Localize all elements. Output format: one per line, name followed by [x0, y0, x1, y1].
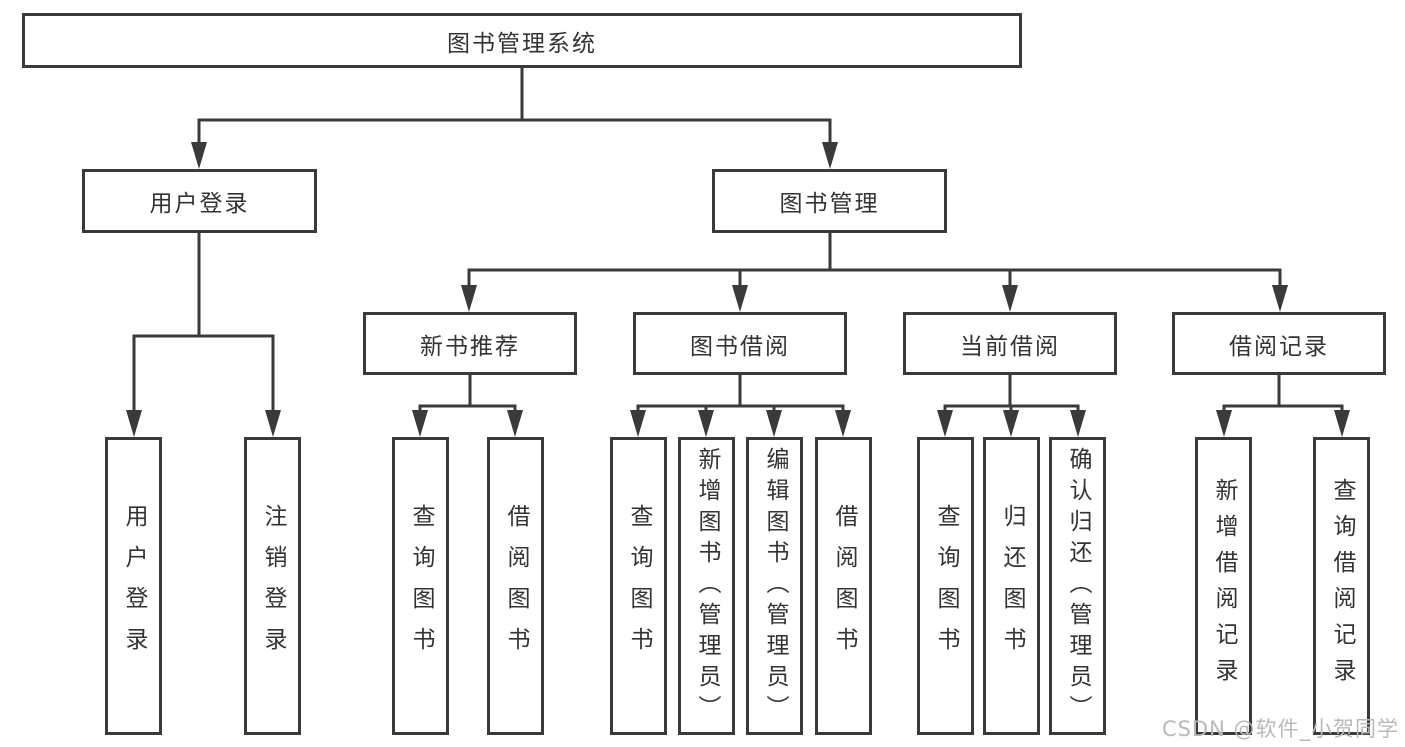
leaf-label: 归还图书 — [999, 504, 1025, 668]
node-new-book-recommend: 新书推荐 — [363, 312, 577, 375]
leaf-label: 新增借阅记录 — [1211, 478, 1237, 694]
leaf-cb-return-book: 归还图书 — [983, 437, 1040, 735]
connector-book-management-level2 — [467, 231, 1282, 293]
node-borrow-record: 借阅记录 — [1172, 312, 1386, 375]
node-book-management: 图书管理 — [712, 169, 947, 233]
leaf-label: 查询借阅记录 — [1329, 478, 1355, 694]
leaf-label: 查询图书 — [408, 504, 434, 668]
leaf-br-query-record: 查询借阅记录 — [1313, 437, 1370, 735]
leaf-user-login: 用户登录 — [105, 437, 162, 735]
arrowhead — [1216, 410, 1232, 437]
leaf-bb-add-book-admin: 新增图书（管理员） — [678, 437, 735, 735]
arrowhead — [1002, 285, 1018, 312]
connector-borrow-record-leaves — [1222, 373, 1344, 418]
connector-current-borrow-leaves — [943, 373, 1080, 418]
arrowhead — [1334, 410, 1350, 437]
arrowhead — [507, 410, 523, 437]
leaf-logout: 注销登录 — [244, 437, 301, 735]
node-label: 用户登录 — [149, 191, 250, 217]
leaf-label: 注销登录 — [260, 504, 286, 668]
leaf-label: 查询图书 — [933, 504, 959, 668]
arrowhead — [630, 410, 646, 437]
arrowhead — [937, 410, 953, 437]
node-label: 借阅记录 — [1229, 333, 1329, 360]
leaf-bb-edit-book-admin: 编辑图书（管理员） — [746, 437, 803, 735]
node-label: 当前借阅 — [960, 333, 1060, 360]
leaf-label: 编辑图书（管理员） — [762, 446, 788, 726]
leaf-cb-confirm-return-admin: 确认归还（管理员） — [1049, 437, 1106, 735]
leaf-label: 用户登录 — [121, 504, 147, 668]
arrowhead — [822, 142, 838, 169]
leaf-bb-borrow-book: 借阅图书 — [815, 437, 872, 735]
arrowhead — [461, 285, 477, 312]
connector-root-level1 — [197, 66, 832, 150]
leaf-nb-borrow-book: 借阅图书 — [487, 437, 544, 735]
node-label: 图书借阅 — [690, 333, 790, 360]
arrowhead — [732, 285, 748, 312]
node-label: 图书管理系统 — [447, 30, 597, 57]
arrowhead — [1003, 410, 1019, 437]
arrowhead — [126, 410, 142, 437]
arrowhead — [698, 410, 714, 437]
connector-user-login-leaves — [132, 231, 275, 418]
leaf-bb-query-book: 查询图书 — [610, 437, 667, 735]
node-root: 图书管理系统 — [22, 13, 1022, 68]
csdn-watermark: CSDN @软件_小贺同学 — [1161, 717, 1399, 741]
leaf-br-add-record: 新增借阅记录 — [1195, 437, 1252, 735]
arrowhead — [265, 410, 281, 437]
arrowhead — [1070, 410, 1086, 437]
arrowhead — [835, 410, 851, 437]
leaf-label: 借阅图书 — [831, 504, 857, 668]
node-book-borrow: 图书借阅 — [633, 312, 847, 375]
arrowhead — [412, 410, 428, 437]
leaf-cb-query-book: 查询图书 — [917, 437, 974, 735]
node-current-borrow: 当前借阅 — [903, 312, 1117, 375]
leaf-label: 查询图书 — [626, 504, 652, 668]
connector-book-borrow-leaves — [636, 373, 845, 418]
leaf-label: 借阅图书 — [503, 504, 529, 668]
node-label: 新书推荐 — [420, 333, 520, 360]
arrowhead — [191, 142, 207, 169]
leaf-label: 确认归还（管理员） — [1065, 446, 1091, 726]
connector-new-book-leaves — [418, 373, 517, 418]
node-label: 图书管理 — [779, 191, 880, 217]
arrowhead — [766, 410, 782, 437]
leaf-nb-query-book: 查询图书 — [392, 437, 449, 735]
node-user-login: 用户登录 — [82, 169, 317, 233]
arrowhead — [1272, 285, 1288, 312]
leaf-label: 新增图书（管理员） — [694, 446, 720, 726]
